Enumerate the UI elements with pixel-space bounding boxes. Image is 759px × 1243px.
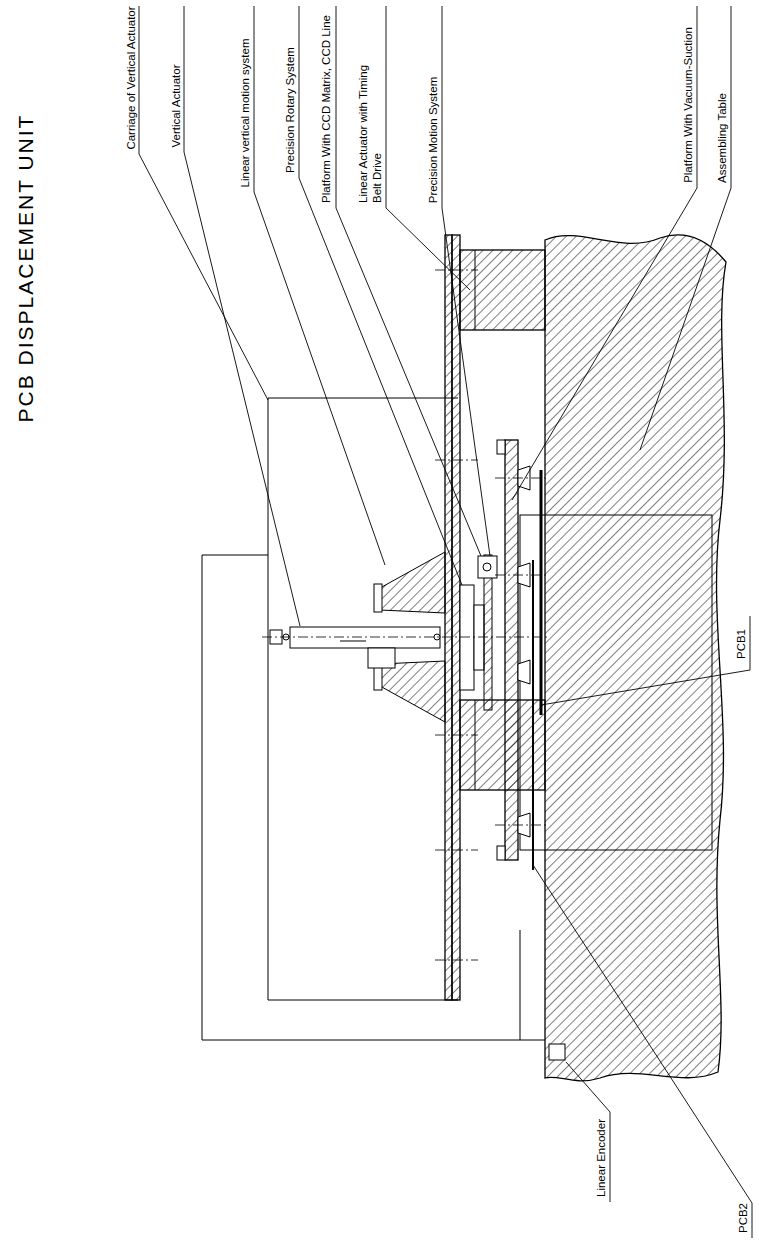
leader-lines — [139, 6, 752, 1238]
part-label: Linear Actuator with Timing Belt Drive — [356, 52, 384, 204]
drawing-title: PCB DISPLACEMENT UNIT — [13, 113, 39, 422]
bridge-plate — [452, 235, 460, 1000]
motor-shaft — [483, 563, 491, 571]
part-label: Linear vertical motion system — [238, 37, 252, 188]
part-label: PCB1 — [734, 628, 748, 660]
leader-line — [299, 6, 462, 585]
part-label: Precision Rotary System — [283, 46, 297, 174]
part-label: PCB2 — [736, 1202, 750, 1234]
vacuum-platform — [505, 440, 518, 860]
center-line — [435, 735, 478, 736]
center-line — [262, 637, 548, 638]
part-label: Carriage of Vertical Actuator — [123, 5, 137, 150]
center-line — [495, 575, 548, 576]
part-label: Assembling Table — [715, 92, 729, 184]
outer-frame — [202, 555, 545, 1040]
center-line — [495, 478, 548, 479]
leader-line — [336, 6, 481, 556]
suction-cup — [518, 660, 530, 684]
leader-line — [184, 6, 300, 626]
part-label: Linear Encoder — [594, 1118, 608, 1198]
rotary-hub — [474, 605, 484, 670]
part-label: Vertical Actuator — [168, 63, 182, 148]
guide-flange — [374, 584, 382, 612]
linear-encoder — [549, 1044, 565, 1060]
center-line — [435, 270, 478, 271]
leader-line — [254, 6, 385, 565]
guide-cone — [380, 661, 445, 722]
part-label: Precision Motion System — [426, 75, 440, 204]
leader-line — [386, 6, 470, 290]
guide-cone — [380, 552, 445, 613]
table-frame — [520, 515, 712, 850]
vertical-actuator — [290, 627, 440, 648]
post-line — [475, 700, 476, 790]
leader-line — [139, 6, 268, 400]
pcb-board — [540, 470, 543, 715]
frame-leg — [520, 930, 521, 1040]
leader-line — [512, 6, 697, 500]
actuator-motor — [368, 648, 395, 668]
part-label: Platform With Vacuum-Suction — [681, 26, 695, 184]
center-line — [435, 850, 478, 851]
leader-line — [640, 6, 731, 450]
assembling-table — [545, 235, 726, 1081]
leader-line — [442, 6, 490, 556]
drawing-body — [202, 235, 726, 1081]
leader-line — [566, 1062, 610, 1202]
center-line — [495, 825, 548, 826]
carriage-frame — [268, 398, 458, 1000]
rotary-system — [460, 585, 474, 690]
motion-motor — [478, 556, 497, 578]
post — [460, 250, 545, 330]
part-label: Platform With CCD Matrix, CCD Line — [319, 14, 333, 204]
platform-stop — [497, 440, 505, 454]
pcb-board — [532, 560, 534, 870]
center-line — [435, 960, 478, 961]
bridge-plate — [445, 235, 452, 1000]
actuator-line — [340, 641, 366, 642]
platform-stop — [497, 846, 505, 860]
leader-line — [541, 616, 750, 705]
post-line — [475, 250, 476, 330]
leader-line — [533, 865, 752, 1238]
